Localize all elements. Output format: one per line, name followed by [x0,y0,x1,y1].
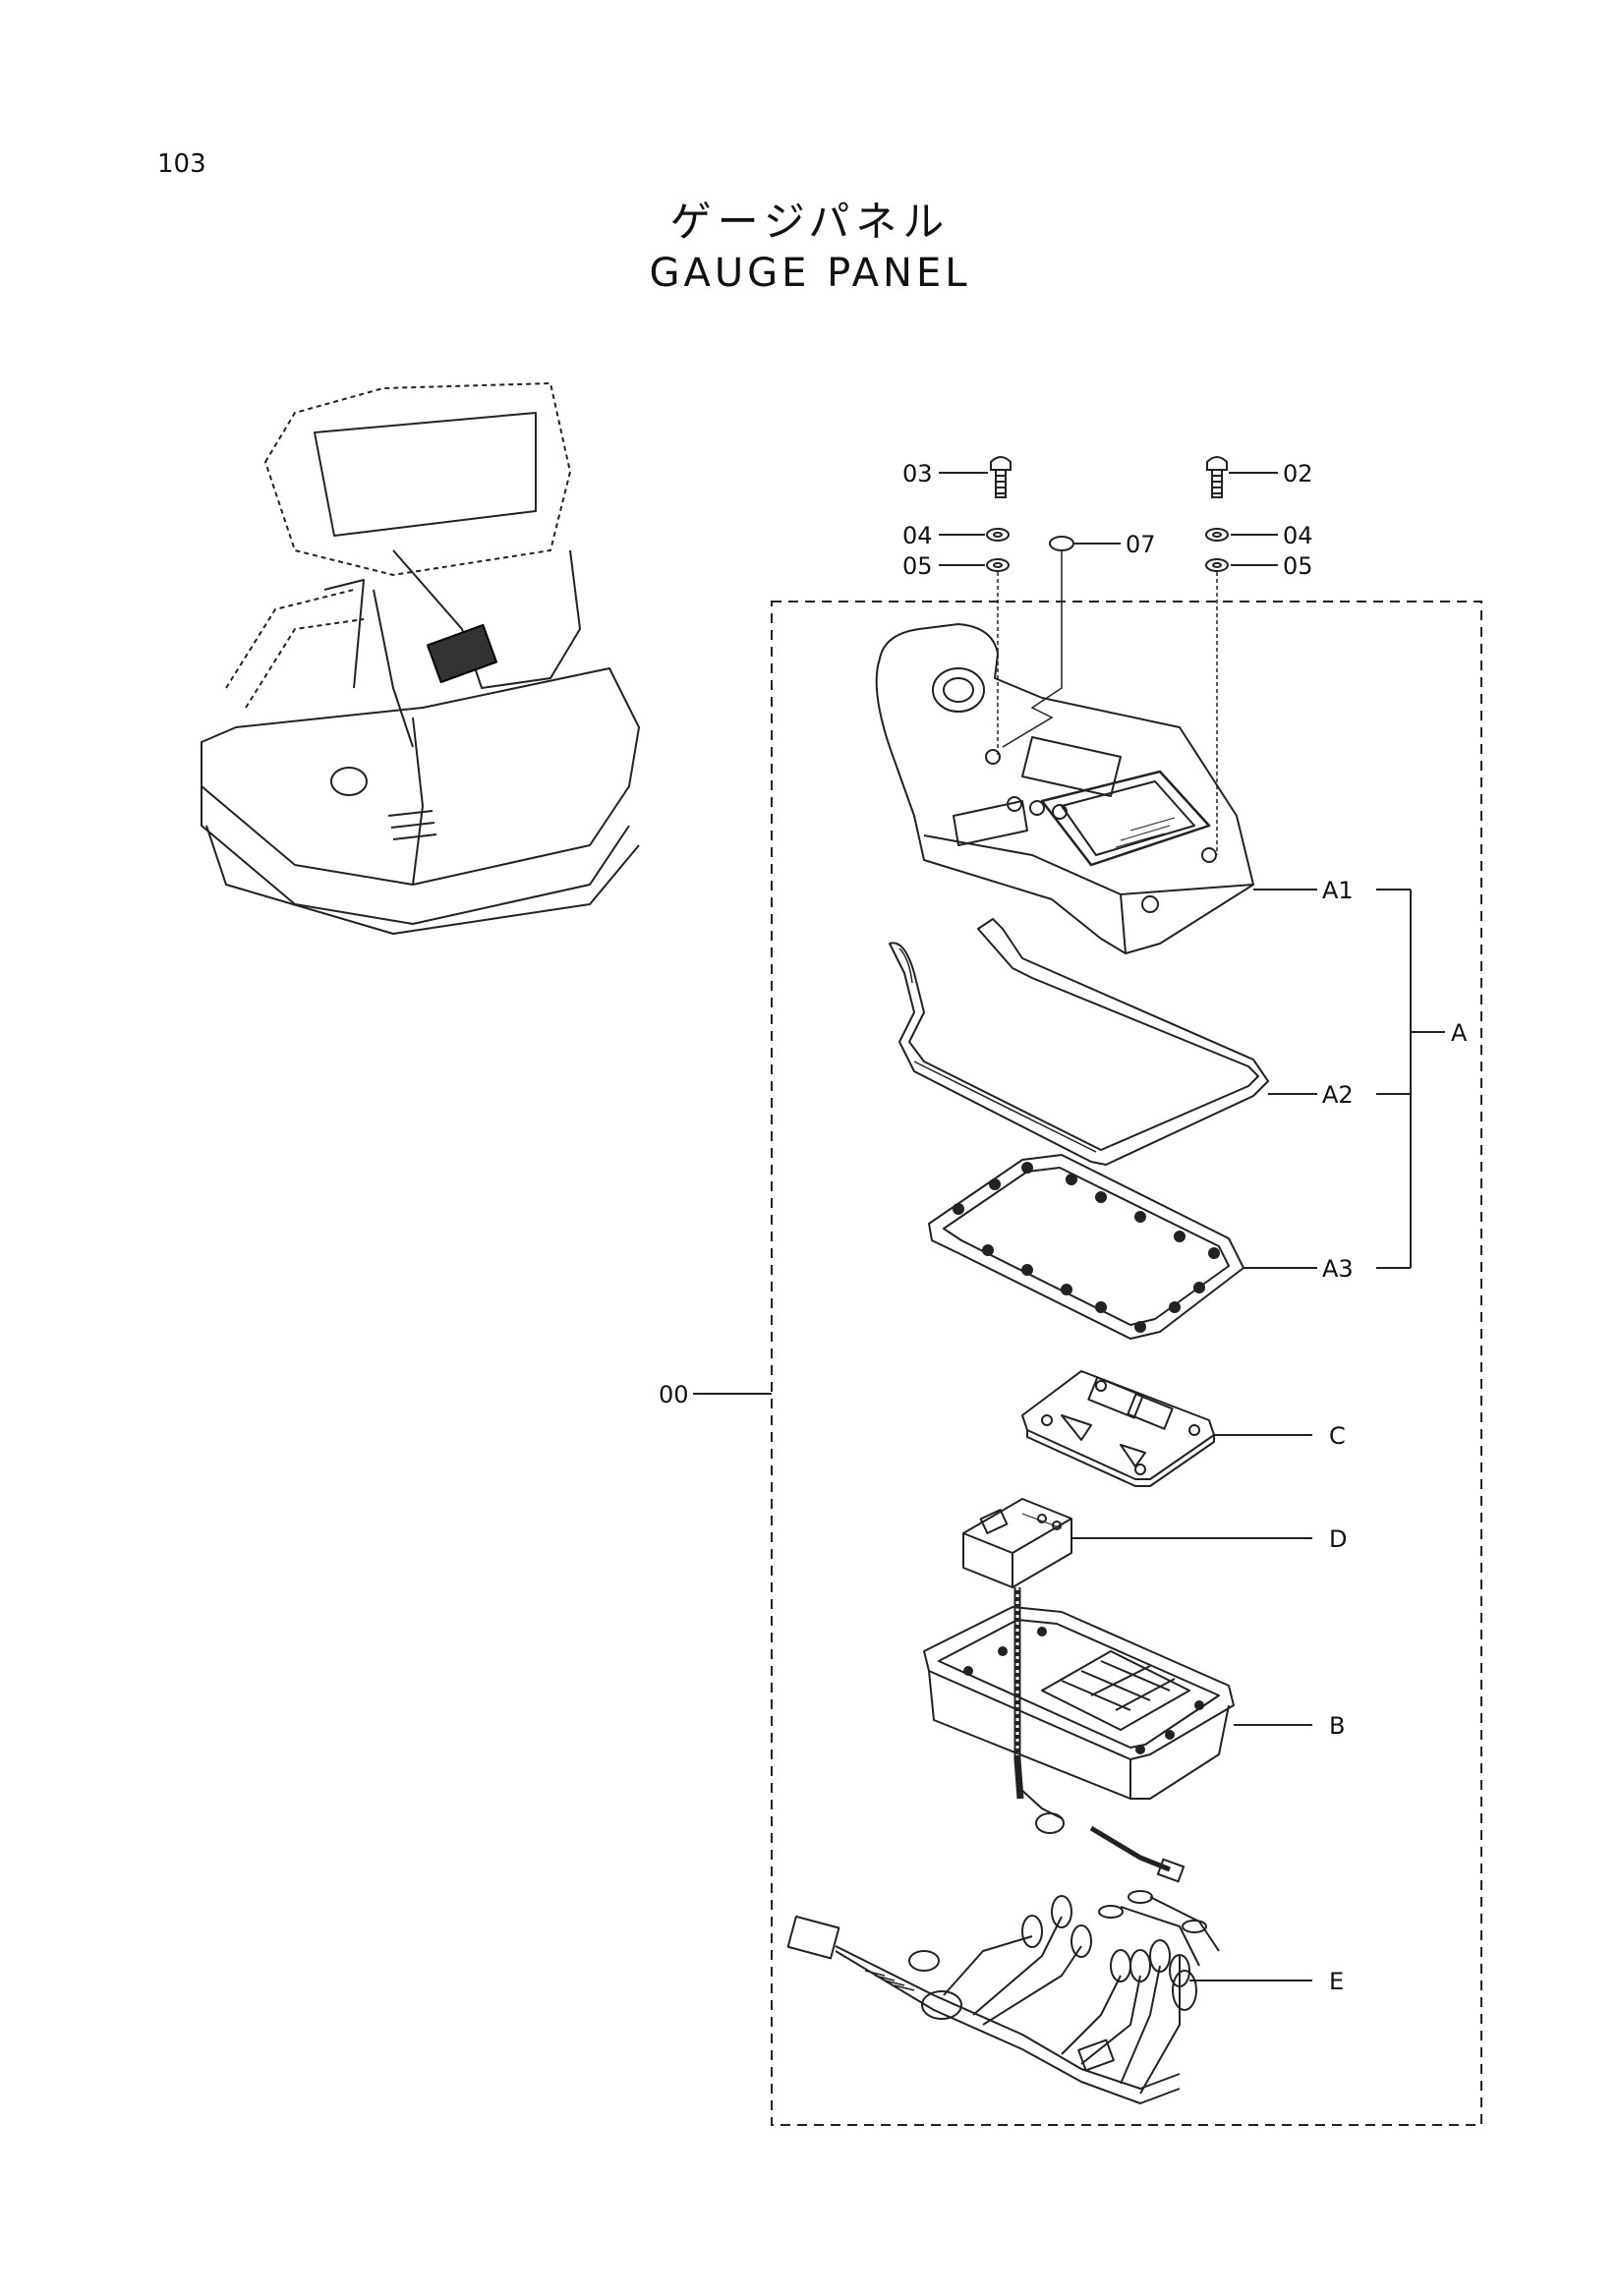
machine-overview-illustration [201,382,640,935]
part-C-display-board [1021,1370,1215,1487]
callout-B: B [1329,1712,1345,1740]
callout-07: 07 [1126,531,1156,558]
callout-A3: A3 [1322,1255,1354,1283]
washer-icons [986,528,1229,572]
part-A2-gasket [889,918,1269,1166]
callout-05-right: 05 [1283,552,1313,580]
part-B-case [923,1606,1235,1800]
callout-02: 02 [1283,460,1313,488]
page-title-english: GAUGE PANEL [649,251,971,296]
callout-03: 03 [902,460,933,488]
page-number: 103 [157,149,206,179]
callout-04-right: 04 [1283,522,1313,549]
page-title-japanese: ゲージパネル [669,198,951,246]
callout-D: D [1329,1525,1347,1553]
part-A3-seal-frame [928,1154,1244,1340]
part-D-controller [962,1498,1072,1588]
assembly-00-boundary [771,601,1482,2126]
callout-05-left: 05 [902,552,933,580]
callout-A1: A1 [1322,877,1354,904]
callout-A2: A2 [1322,1081,1354,1109]
part-E-wiring-harness [786,1890,1220,2104]
screw-03-icon [990,456,1012,498]
callout-E: E [1329,1968,1344,1995]
callout-00: 00 [659,1381,689,1408]
screw-02-icon [1206,456,1228,498]
part-A1-panel-cover [875,623,1254,954]
callout-C: C [1329,1422,1346,1450]
callout-A: A [1451,1019,1468,1047]
callout-04-left: 04 [902,522,933,549]
